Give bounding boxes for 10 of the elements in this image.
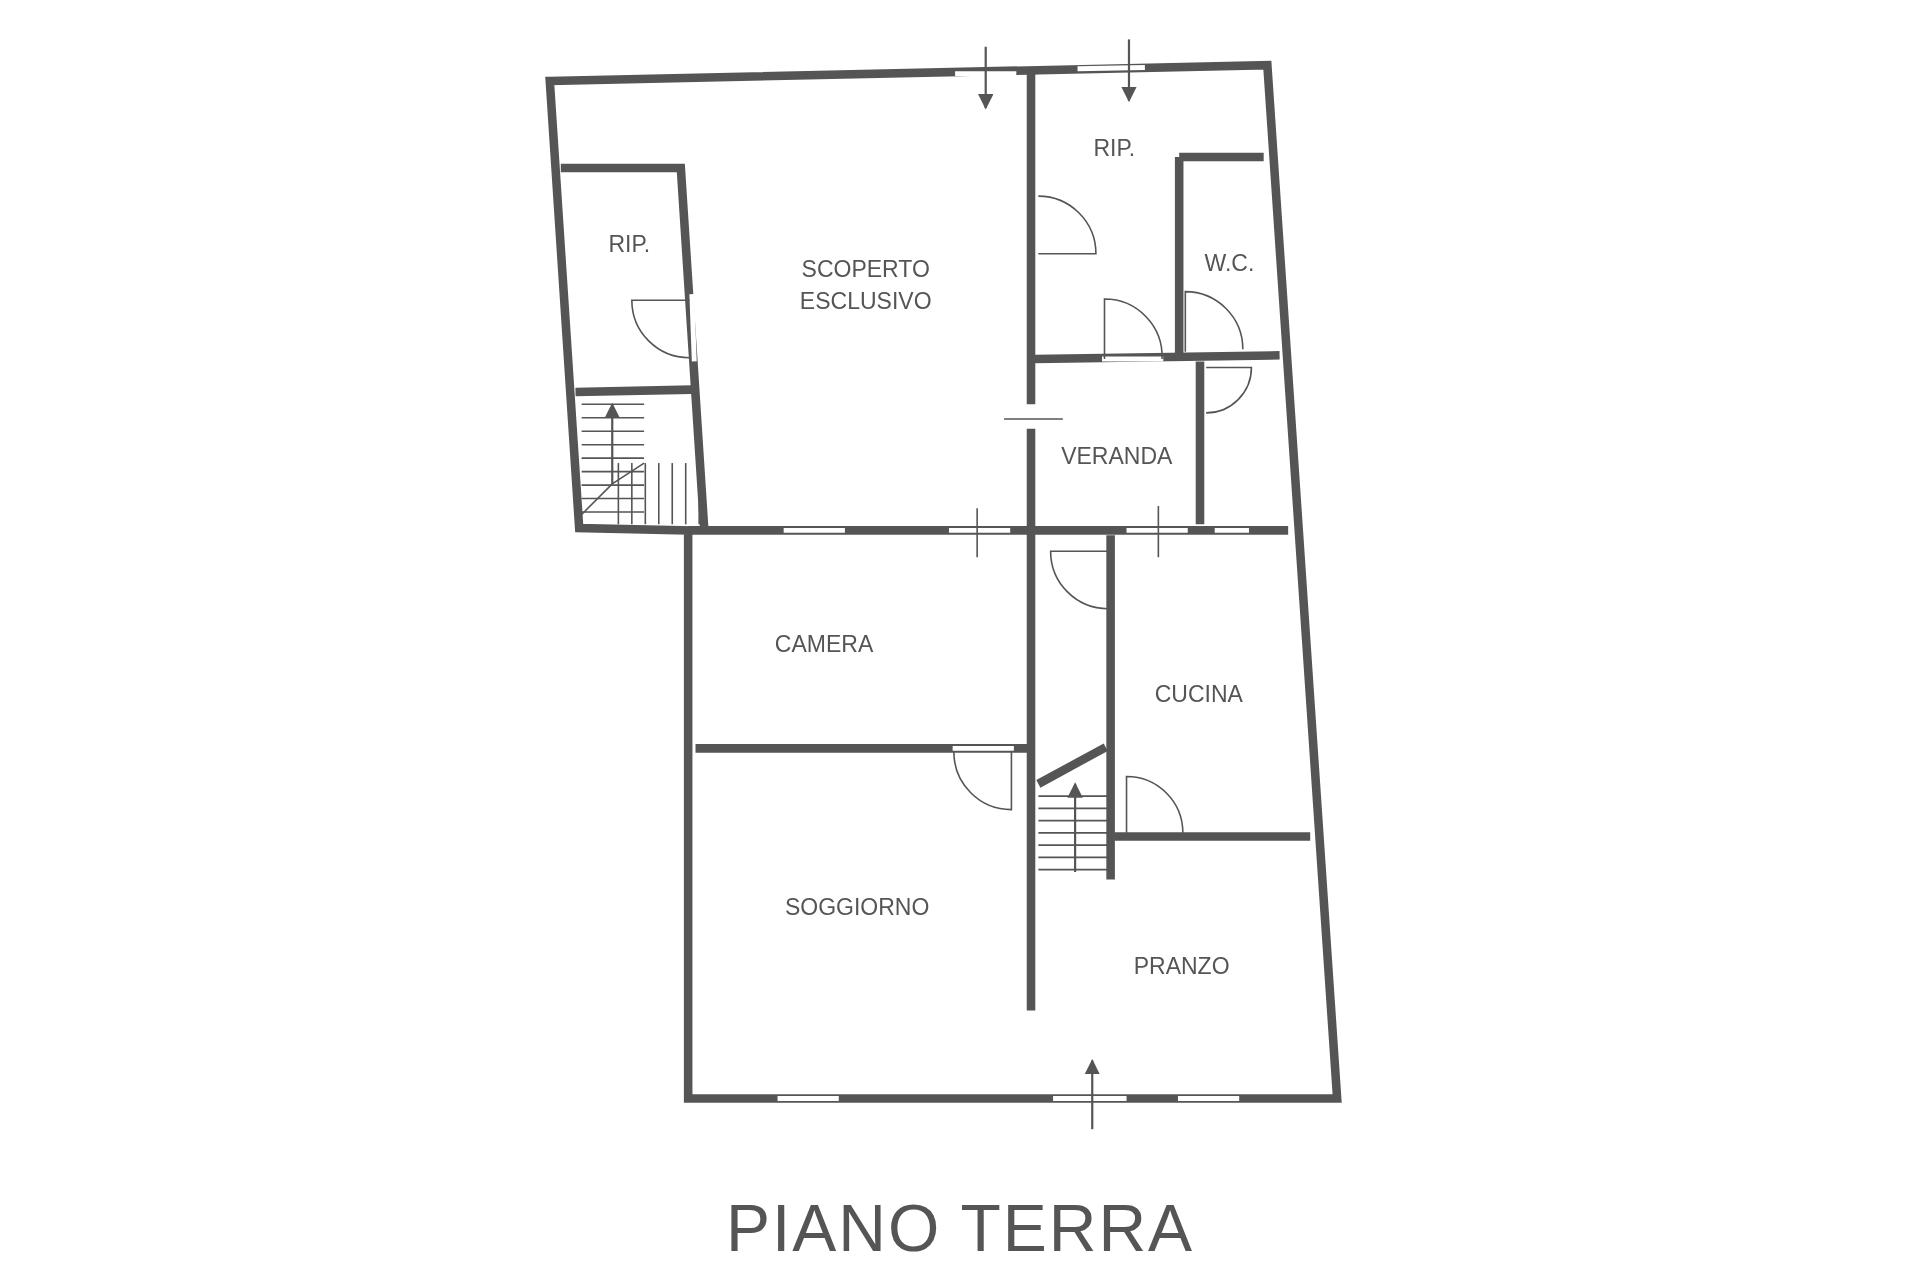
room-label: CUCINA — [1153, 680, 1244, 710]
room-label: VERANDA — [1060, 441, 1174, 471]
room-label: CAMERA — [773, 630, 875, 659]
room-label: SOGGIORNO — [783, 893, 931, 923]
room-label: SCOPERTO ESCLUSIVO — [798, 255, 933, 317]
room-label: PRANZO — [1132, 952, 1231, 981]
room-label: W.C. — [1203, 249, 1256, 279]
room-label: RIP. — [1092, 134, 1137, 164]
floor-title: PIANO TERRA — [724, 1190, 1196, 1266]
room-label: RIP. — [607, 229, 652, 259]
